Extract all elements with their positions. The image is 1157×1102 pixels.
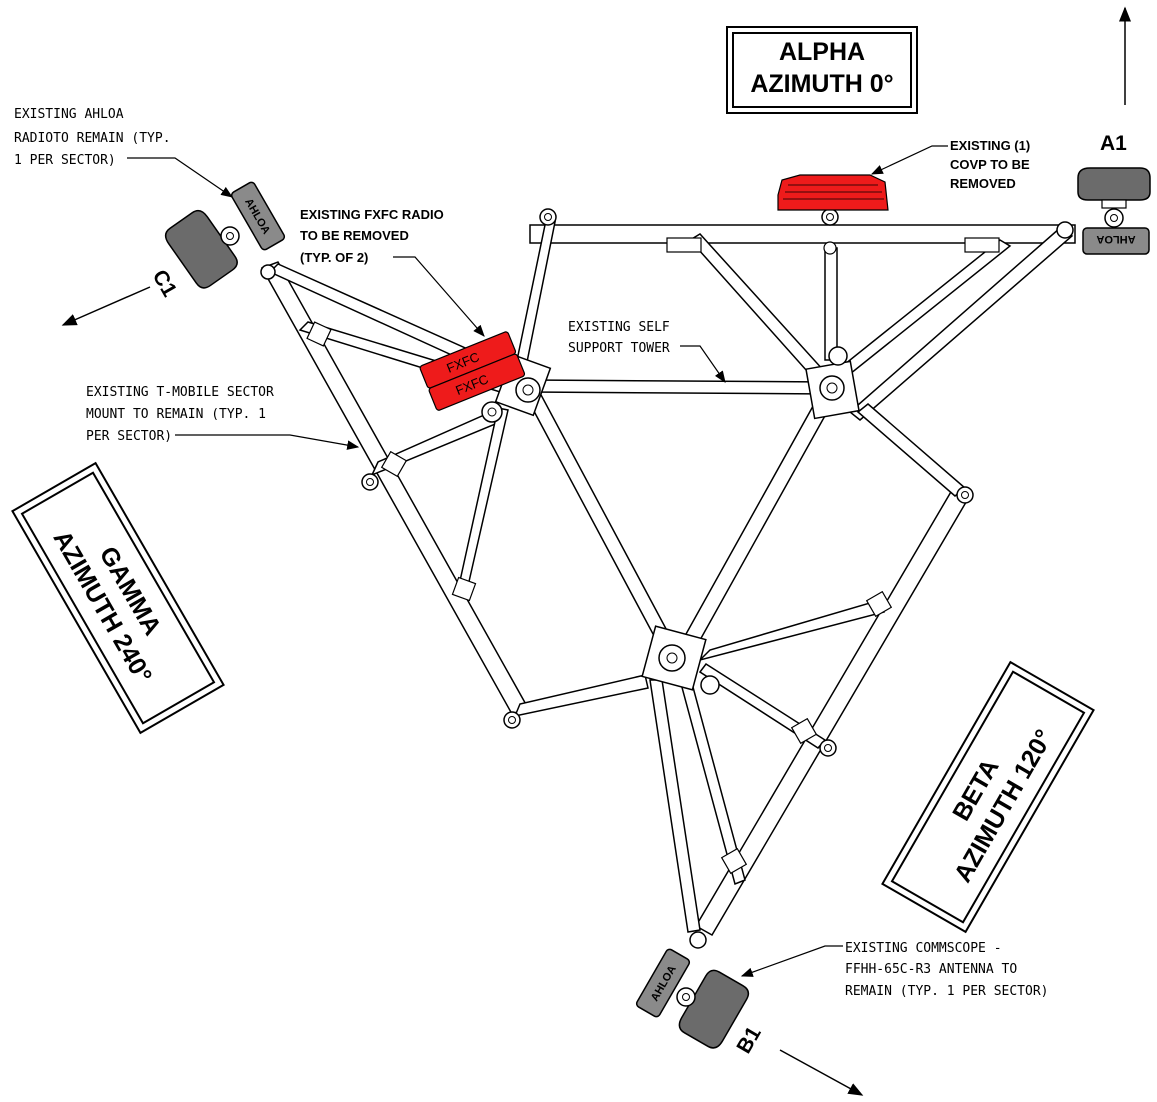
note-line: EXISTING (1)	[950, 138, 1030, 153]
note-tower: EXISTING SELF SUPPORT TOWER	[568, 320, 726, 383]
b1-antenna	[678, 969, 750, 1049]
fxfc-radio	[428, 353, 526, 411]
note-line: PER SECTOR)	[86, 429, 172, 444]
b1-azimuth-arrow	[779, 1049, 864, 1096]
c1-azimuth-arrow	[61, 286, 151, 326]
note-line: EXISTING T-MOBILE SECTOR	[86, 385, 274, 400]
note-line: REMAIN (TYP. 1 PER SECTOR)	[845, 984, 1049, 999]
alpha-post	[824, 247, 838, 361]
note-line: SUPPORT TOWER	[568, 341, 670, 356]
b1-ahloa-radio	[635, 948, 691, 1018]
note-line: 1 PER SECTOR)	[14, 153, 116, 168]
sector-a1-label: A1	[1100, 132, 1127, 155]
gamma-azimuth-box: GAMMA AZIMUTH 240°	[11, 461, 225, 735]
tower-leg	[674, 389, 838, 659]
a1-ahloa-radio	[1082, 227, 1150, 255]
tower-nodes	[260, 208, 1074, 949]
tower-leg	[518, 376, 682, 664]
fxfc-radios-to-remove: FXFC FXFC	[419, 331, 526, 411]
note-line: MOUNT TO REMAIN (TYP. 1	[86, 407, 266, 422]
beta-diagonal	[856, 403, 967, 497]
alpha-diagonal	[514, 220, 556, 373]
node-east	[805, 346, 860, 420]
c1-ahloa-radio	[230, 181, 286, 251]
note-line: EXISTING FXFC RADIO	[300, 207, 444, 222]
alpha-azimuth: AZIMUTH 0°	[750, 70, 893, 98]
sector-c1-label: C1	[148, 266, 182, 301]
beta-diagonal	[697, 599, 885, 662]
note-line: (TYP. OF 2)	[300, 250, 368, 265]
sector-b1-label: B1	[732, 1022, 766, 1057]
alpha-azimuth-box: ALPHA AZIMUTH 0°	[726, 26, 918, 114]
c1-antenna	[164, 209, 238, 289]
sector-c1: C1 AHLOA	[61, 181, 286, 326]
note-line: COVP TO BE	[950, 157, 1030, 172]
note-antenna: EXISTING COMMSCOPE - FFHH-65C-R3 ANTENNA…	[740, 941, 1049, 999]
note-covp: EXISTING (1) COVP TO BE REMOVED	[870, 138, 1030, 191]
note-line: FFHH-65C-R3 ANTENNA TO	[845, 962, 1017, 977]
tower-leg	[529, 379, 831, 395]
bearing-plates	[260, 208, 1074, 949]
note-line: EXISTING COMMSCOPE -	[845, 941, 1002, 956]
alpha-diagonal	[848, 227, 1074, 421]
beta-azimuth-box: BETA AZIMUTH 120°	[881, 660, 1095, 934]
note-sector-mount: EXISTING T-MOBILE SECTOR MOUNT TO REMAIN…	[86, 385, 360, 450]
sector-a1: A1 AHLOA	[1077, 132, 1151, 255]
note-ahloa-radio: EXISTING AHLOA RADIOTO REMAIN (TYP. 1 PE…	[14, 107, 233, 198]
alpha-diagonal	[688, 233, 827, 382]
alpha-face-beam	[529, 224, 1076, 244]
sector-b1: B1 AHLOA	[635, 948, 864, 1096]
note-line: EXISTING AHLOA	[14, 107, 124, 122]
note-line: REMOVED	[950, 176, 1016, 191]
a1-ahloa-label: AHLOA	[1096, 233, 1135, 245]
note-line: RADIOTO REMAIN (TYP.	[14, 131, 171, 146]
alpha-title: ALPHA	[779, 38, 865, 66]
node-south	[641, 625, 720, 695]
gamma-diagonal	[513, 674, 649, 718]
a1-antenna	[1077, 167, 1151, 201]
note-line: EXISTING SELF	[568, 320, 670, 335]
covp-to-remove	[777, 174, 889, 211]
note-fxfc-radio: EXISTING FXFC RADIO TO BE REMOVED (TYP. …	[300, 207, 485, 337]
note-line: TO BE REMOVED	[300, 228, 409, 243]
